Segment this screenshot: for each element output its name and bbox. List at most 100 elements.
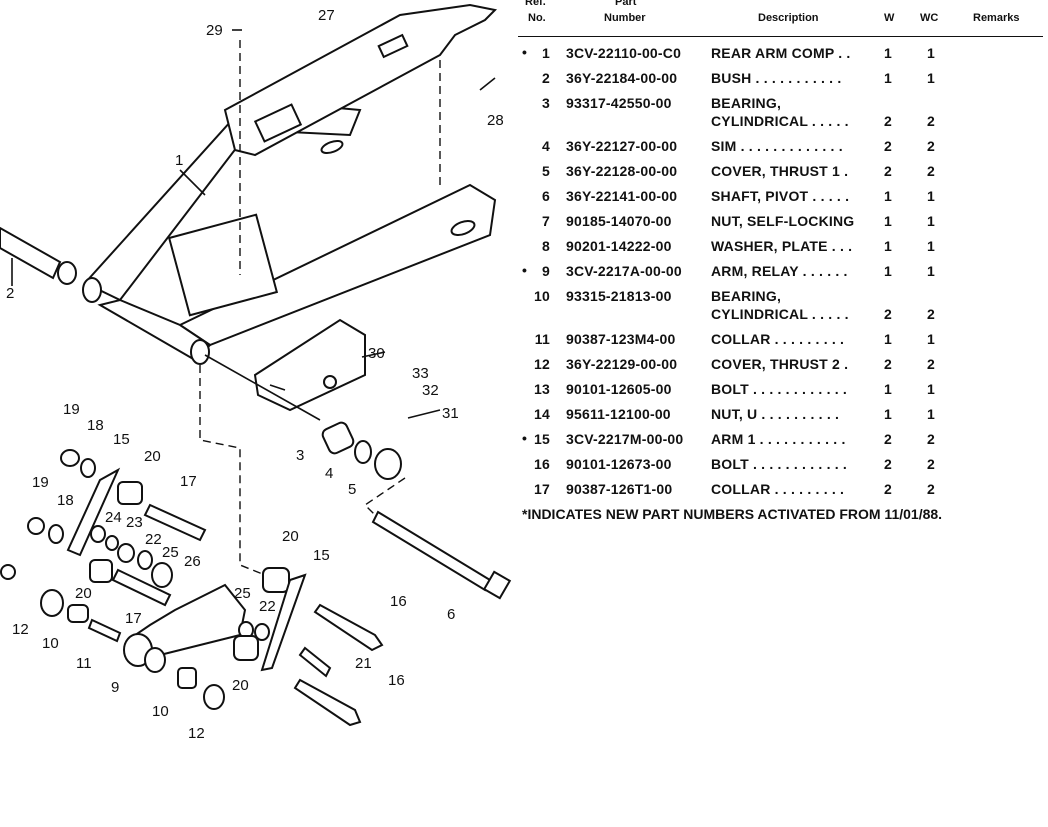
- quantity-w: 1: [884, 70, 892, 86]
- description: ARM 1 . . . . . . . . . . .: [711, 431, 846, 447]
- callout-label: 5: [348, 481, 356, 498]
- callout-label: 4: [325, 465, 333, 482]
- quantity-wc: 2: [927, 113, 935, 129]
- callout-label: 12: [188, 725, 205, 740]
- part-number: 36Y-22141-00-00: [566, 188, 678, 204]
- ref-number: 2: [542, 70, 550, 86]
- header-number: Number: [604, 12, 646, 24]
- header-part: Part: [615, 0, 637, 8]
- small-parts-illustration: [0, 421, 402, 727]
- quantity-w: 1: [884, 263, 892, 279]
- ref-number: 11: [534, 331, 550, 347]
- quantity-wc: 1: [927, 263, 935, 279]
- callout-label: 20: [75, 585, 92, 602]
- quantity-wc: 1: [927, 381, 935, 397]
- ref-number: 1: [542, 45, 550, 61]
- callout-label: 24: [105, 509, 122, 526]
- description: WASHER, PLATE . . .: [711, 238, 853, 254]
- description: BOLT . . . . . . . . . . . .: [711, 456, 848, 472]
- callout-label: 16: [388, 672, 405, 689]
- quantity-w: 1: [884, 188, 892, 204]
- ref-number: 12: [534, 356, 550, 372]
- callout-label: 30: [368, 345, 385, 362]
- part-number: 3CV-2217M-00-00: [566, 431, 684, 447]
- part-number: 90101-12673-00: [566, 456, 672, 472]
- description: BEARING,: [711, 95, 782, 111]
- part-number: 36Y-22129-00-00: [566, 356, 678, 372]
- quantity-wc: 1: [927, 213, 935, 229]
- part-number: 36Y-22127-00-00: [566, 138, 678, 154]
- callout-label: 20: [232, 677, 249, 694]
- quantity-w: 2: [884, 113, 892, 129]
- axle-illustration: [0, 226, 77, 285]
- parts-list-table: Ref. No. Part Number Description W WC Re…: [518, 0, 1043, 522]
- table-row: • 15 3CV-2217M-00-00 ARM 1 . . . . . . . . …: [518, 430, 1043, 456]
- description: COLLAR . . . . . . . . .: [711, 481, 845, 497]
- callout-label: 32: [422, 382, 439, 399]
- ref-number: 8: [542, 238, 550, 254]
- description: ARM, RELAY . . . . . .: [711, 263, 848, 279]
- quantity-wc: 2: [927, 356, 935, 372]
- part-number: 3CV-22110-00-C0: [566, 45, 682, 61]
- table-header: Ref. No. Part Number Description W WC Re…: [518, 0, 1043, 37]
- quantity-wc: 2: [927, 163, 935, 179]
- ref-number: 4: [542, 138, 550, 154]
- ref-number: 16: [534, 456, 550, 472]
- leader-lines: [11, 29, 496, 576]
- quantity-wc: 1: [927, 45, 935, 61]
- callout-label: 16: [390, 593, 407, 610]
- new-part-marker: •: [522, 262, 528, 278]
- ref-number: 3: [542, 95, 550, 111]
- description: BOLT . . . . . . . . . . . .: [711, 381, 848, 397]
- quantity-w: 2: [884, 163, 892, 179]
- description: BEARING,: [711, 288, 782, 304]
- description: COLLAR . . . . . . . . .: [711, 331, 845, 347]
- callout-label: 25: [162, 544, 179, 561]
- quantity-w: 2: [884, 306, 892, 322]
- description: CYLINDRICAL . . . . .: [711, 113, 849, 129]
- callout-label: 21: [355, 655, 372, 672]
- ref-number: 15: [534, 431, 550, 447]
- header-no: No.: [528, 12, 546, 24]
- header-wc: WC: [920, 12, 939, 24]
- bracket-illustration: [253, 318, 366, 412]
- footnote: *INDICATES NEW PART NUMBERS ACTIVATED FR…: [522, 506, 943, 522]
- ref-number: 5: [542, 163, 550, 179]
- table-row: 16 90101-12673-00 BOLT . . . . . . . . . .…: [518, 456, 1043, 481]
- part-number: 93317-42550-00: [566, 95, 672, 111]
- quantity-wc: 2: [927, 431, 935, 447]
- callout-label: 19: [63, 401, 80, 418]
- callout-label: 23: [126, 514, 143, 531]
- part-number: 90387-126T1-00: [566, 481, 673, 497]
- callout-label: 17: [180, 473, 197, 490]
- quantity-w: 2: [884, 431, 892, 447]
- description: COVER, THRUST 1 .: [711, 163, 849, 179]
- callout-label: 33: [412, 365, 429, 382]
- callout-label: 22: [259, 598, 276, 615]
- exploded-parts-diagram: 29 27 28 1 2 30 33 32 31 3 4 5 19 18 15 …: [0, 0, 520, 740]
- callout-label: 1: [175, 152, 183, 169]
- callout-label: 22: [145, 531, 162, 548]
- header-remarks: Remarks: [973, 12, 1020, 24]
- callout-label: 12: [12, 621, 29, 638]
- part-number: 90101-12605-00: [566, 381, 672, 397]
- description: NUT, U . . . . . . . . . .: [711, 406, 840, 422]
- part-number: 36Y-22128-00-00: [566, 163, 678, 179]
- new-part-marker: •: [522, 430, 528, 446]
- part-number: 90201-14222-00: [566, 238, 672, 254]
- callout-label: 18: [57, 492, 74, 509]
- quantity-wc: 1: [927, 188, 935, 204]
- rear-arm-illustration: [82, 98, 497, 365]
- header-description: Description: [758, 12, 819, 24]
- quantity-w: 1: [884, 213, 892, 229]
